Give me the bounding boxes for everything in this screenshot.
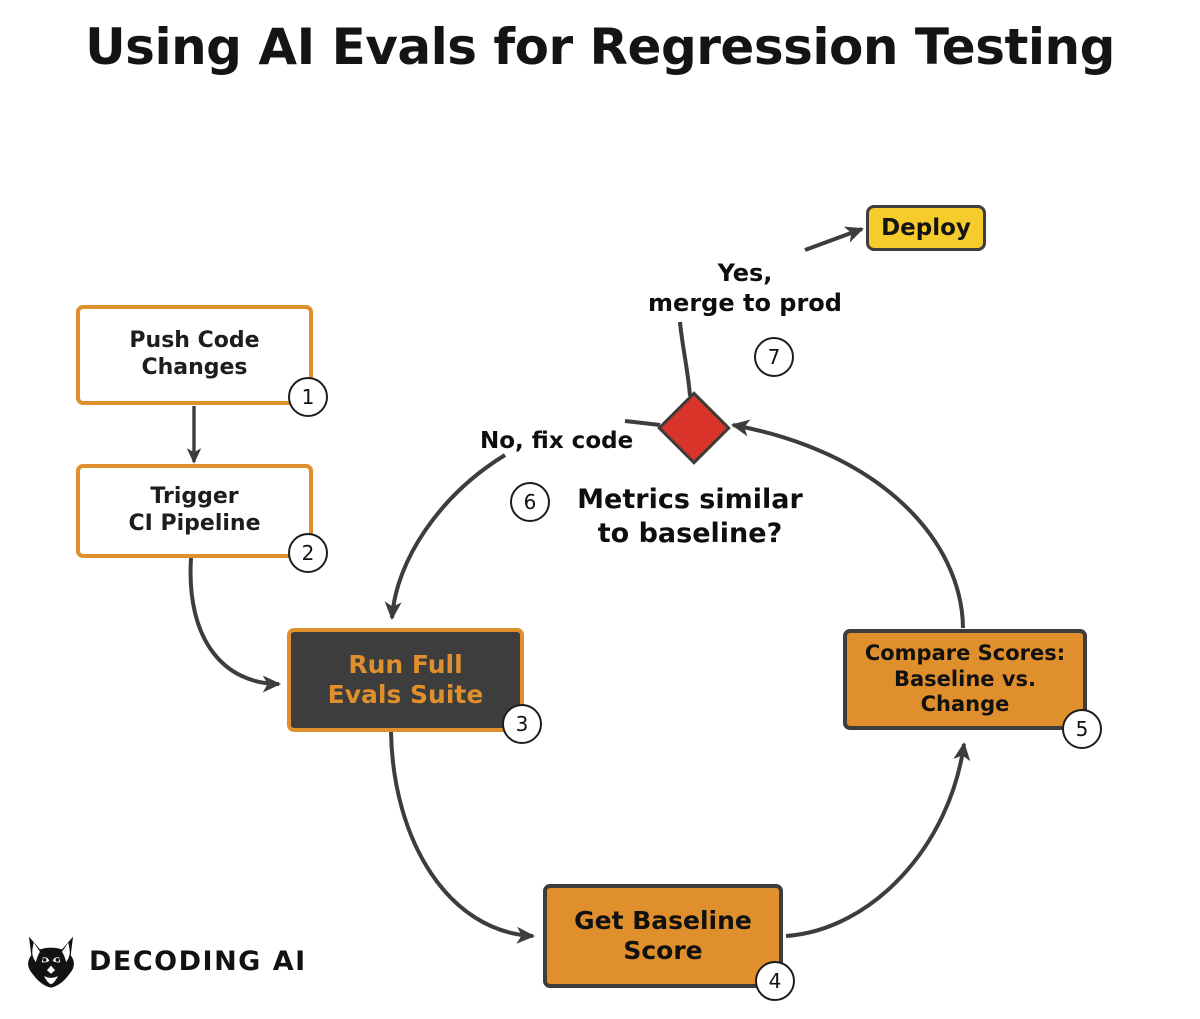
node-get-baseline-label: Get Baseline Score xyxy=(574,905,752,966)
step-badge-6: 6 xyxy=(510,482,550,522)
edge-label-yes-merge: Yes, merge to prod xyxy=(648,259,842,317)
edge-no-to-evals xyxy=(384,453,507,621)
node-trigger-ci[interactable]: Trigger CI Pipeline xyxy=(76,464,313,558)
step-badge-1: 1 xyxy=(288,377,328,417)
node-run-evals-label: Run Full Evals Suite xyxy=(327,649,484,710)
edge-decision-yes-stub xyxy=(678,321,692,397)
node-deploy[interactable]: Deploy xyxy=(866,205,986,251)
step-badge-7: 7 xyxy=(754,337,794,377)
node-push-code-label: Push Code Changes xyxy=(129,328,260,380)
node-run-evals[interactable]: Run Full Evals Suite xyxy=(287,628,524,732)
brand-logo: DECODING AI xyxy=(22,932,307,990)
step-badge-4: 4 xyxy=(755,961,795,1001)
node-trigger-ci-label: Trigger CI Pipeline xyxy=(128,484,261,536)
node-push-code[interactable]: Push Code Changes xyxy=(76,305,313,405)
step-badge-2: 2 xyxy=(288,533,328,573)
node-get-baseline[interactable]: Get Baseline Score xyxy=(543,884,783,988)
decision-question-label: Metrics similar to baseline? xyxy=(577,484,803,549)
step-badge-3: 3 xyxy=(502,704,542,744)
node-deploy-label: Deploy xyxy=(881,214,971,241)
edge-baseline-to-compare xyxy=(785,741,971,938)
edge-evals-to-baseline xyxy=(389,731,536,944)
node-compare-scores[interactable]: Compare Scores: Baseline vs. Change xyxy=(843,629,1087,730)
edge-yes-to-deploy xyxy=(804,226,864,252)
fox-head-icon xyxy=(28,936,74,988)
edge-decision-no-stub xyxy=(624,419,661,427)
brand-name: DECODING AI xyxy=(89,945,307,977)
node-compare-scores-label: Compare Scores: Baseline vs. Change xyxy=(864,641,1066,717)
page-title: Using AI Evals for Regression Testing xyxy=(85,18,1115,76)
step-badge-5: 5 xyxy=(1062,709,1102,749)
edge-label-no-fix: No, fix code xyxy=(480,428,634,454)
edge-trigger-to-evals xyxy=(188,557,282,693)
